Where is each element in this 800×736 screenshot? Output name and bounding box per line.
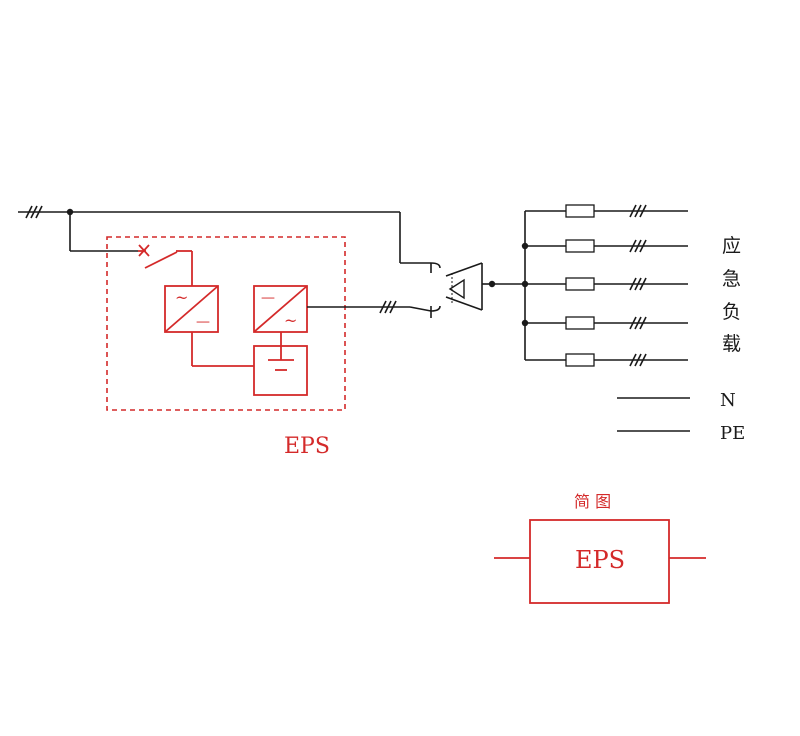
simplified-diagram: 简 图 EPS (494, 492, 706, 604)
eps-input-breaker (138, 244, 193, 286)
load-feeder (525, 277, 688, 291)
emergency-load-label: 应 急 负 载 (722, 235, 741, 355)
three-phase-mark (629, 277, 647, 291)
fuse-symbol (565, 353, 595, 367)
three-phase-mark-incoming (25, 205, 43, 219)
neutral-conductor: N (617, 390, 736, 411)
emergency-load-feeders (525, 204, 688, 367)
load-feeder (525, 239, 688, 253)
battery-block (253, 332, 308, 396)
eps-output-line (307, 300, 432, 314)
incoming-supply-line (18, 205, 431, 264)
simplified-eps-label: EPS (575, 546, 625, 574)
inverter-block: — ~ (253, 285, 308, 333)
protective-earth-conductor: PE (617, 423, 745, 444)
three-phase-mark (629, 239, 647, 253)
transfer-switch (430, 262, 525, 318)
protective-earth-label: PE (720, 423, 745, 444)
load-feeder (525, 204, 688, 218)
load-label-char: 载 (722, 333, 741, 355)
fuse-symbol (565, 239, 595, 253)
eps-dashed-boundary (106, 236, 346, 411)
rectifier-block: ~ — (164, 285, 219, 333)
three-phase-mark (629, 353, 647, 367)
distribution-bus (521, 211, 529, 360)
inverter-ac-symbol: ~ (284, 311, 297, 330)
simplified-diagram-title: 简 图 (574, 492, 611, 511)
rectifier-dc-symbol: — (196, 314, 210, 330)
rectifier-ac-symbol: ~ (175, 288, 188, 307)
fuse-symbol (565, 204, 595, 218)
fuse-symbol (565, 316, 595, 330)
eps-label: EPS (284, 434, 330, 459)
load-label-char: 急 (722, 268, 741, 290)
three-phase-mark (629, 204, 647, 218)
fuse-symbol (565, 277, 595, 291)
transfer-actuator-triangle (448, 278, 465, 300)
load-label-char: 应 (722, 235, 741, 257)
three-phase-mark (629, 316, 647, 330)
inverter-dc-symbol: — (261, 290, 275, 306)
simplified-eps-box (529, 519, 670, 604)
load-feeder (525, 353, 688, 367)
neutral-label: N (720, 390, 736, 411)
load-label-char: 负 (722, 301, 741, 323)
eps-unit: ~ — — ~ (106, 236, 346, 411)
load-feeder (525, 316, 688, 330)
three-phase-mark-eps-output (379, 300, 397, 314)
